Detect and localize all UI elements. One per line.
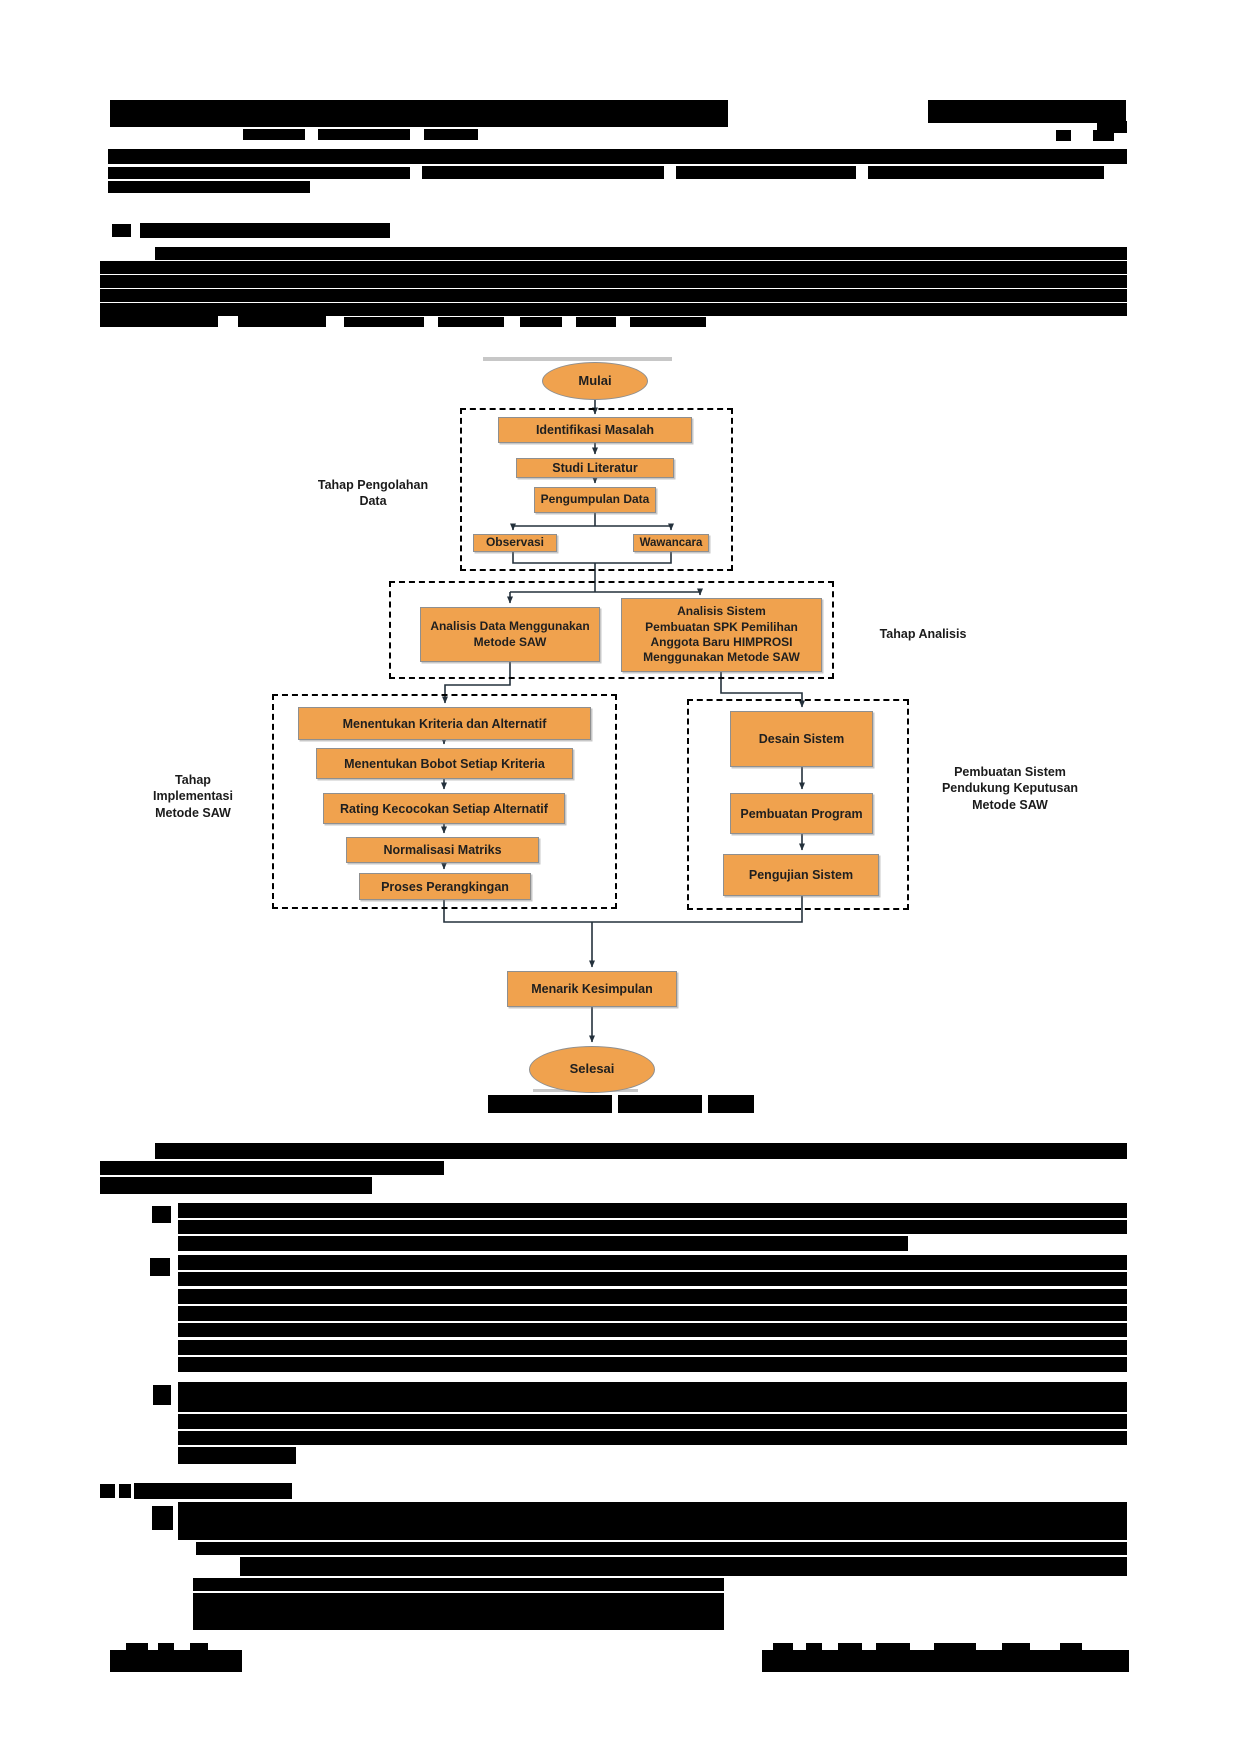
redacted-text [155, 1143, 1127, 1159]
redacted-text [422, 166, 664, 179]
redacted-text [100, 303, 1127, 316]
redacted-text [140, 223, 390, 238]
redacted-text [110, 100, 728, 127]
flow-node-pengumpulan-data: Pengumpulan Data [534, 487, 656, 513]
redacted-text [112, 224, 131, 237]
redacted-text [150, 1258, 170, 1276]
region-label-tahap-pengolahan-data: Tahap Pengolahan Data [317, 478, 429, 509]
redacted-text [178, 1289, 1127, 1304]
scan-artifact [483, 357, 672, 361]
redacted-text [108, 181, 310, 193]
redacted-text [100, 316, 218, 327]
redacted-text [934, 1643, 976, 1651]
flow-node-identifikasi-masalah: Identifikasi Masalah [498, 417, 692, 443]
redacted-text [153, 1385, 171, 1405]
redacted-text [178, 1447, 296, 1464]
redacted-text [100, 261, 1127, 274]
redacted-text [438, 317, 504, 327]
redacted-text [190, 1643, 208, 1651]
redacted-text [806, 1643, 822, 1651]
redacted-text [178, 1203, 1127, 1218]
redacted-text [158, 1643, 174, 1651]
redacted-text [318, 129, 410, 140]
redacted-text [193, 1593, 724, 1630]
redacted-text [108, 149, 1127, 164]
redacted-text [178, 1414, 1127, 1429]
redacted-text [100, 1484, 115, 1498]
redacted-text [110, 1650, 242, 1672]
redacted-text [196, 1542, 1127, 1555]
dashed-region-pembuatan-spk [687, 699, 909, 910]
redacted-text [708, 1095, 754, 1113]
redacted-text [1093, 130, 1114, 141]
flow-node-menentukan-bobot: Menentukan Bobot Setiap Kriteria [316, 748, 573, 779]
redacted-text [152, 1506, 173, 1530]
redacted-text [178, 1272, 1127, 1286]
redacted-text [178, 1502, 1127, 1540]
region-label-tahap-implementasi-saw: Tahap Implementasi Metode SAW [153, 773, 233, 820]
flow-node-analisis-data-saw: Analisis Data Menggunakan Metode SAW [420, 607, 600, 662]
redacted-text [100, 1177, 372, 1194]
redacted-text [773, 1643, 793, 1651]
dashed-region-tahap-analisis [389, 581, 834, 679]
redacted-text [178, 1431, 1127, 1445]
redacted-text [1060, 1643, 1082, 1651]
redacted-text [178, 1220, 1127, 1234]
redacted-text [100, 289, 1127, 302]
redacted-text [178, 1357, 1127, 1372]
region-label-pembuatan-spk: Pembuatan Sistem Pendukung Keputusan Met… [941, 765, 1079, 812]
redacted-text [178, 1382, 1127, 1412]
redacted-text [238, 316, 326, 327]
redacted-text [630, 317, 706, 327]
redacted-text [134, 1483, 292, 1499]
redacted-text [762, 1650, 1129, 1672]
flow-node-proses-perangkingan: Proses Perangkingan [359, 873, 531, 900]
redacted-text [876, 1643, 910, 1651]
flow-node-menarik-kesimpulan: Menarik Kesimpulan [507, 971, 677, 1007]
redacted-text [240, 1557, 1127, 1576]
redacted-text [838, 1643, 862, 1651]
flow-node-studi-literatur: Studi Literatur [516, 458, 674, 478]
flow-node-pengujian-sistem: Pengujian Sistem [723, 854, 879, 896]
flow-node-wawancara: Wawancara [633, 534, 709, 552]
redacted-text [488, 1095, 612, 1113]
redacted-text [100, 1161, 444, 1175]
redacted-text [178, 1255, 1127, 1270]
redacted-text [193, 1578, 724, 1591]
redacted-text [424, 129, 478, 140]
redacted-text [126, 1643, 148, 1651]
dashed-region-implementasi-saw [272, 694, 617, 909]
flow-node-menentukan-kriteria: Menentukan Kriteria dan Alternatif [298, 707, 591, 740]
flow-node-selesai: Selesai [529, 1046, 655, 1093]
redacted-text [178, 1323, 1127, 1337]
redacted-text [928, 100, 1126, 123]
flow-node-pembuatan-program: Pembuatan Program [730, 793, 873, 834]
flow-node-desain-sistem: Desain Sistem [730, 711, 873, 767]
flow-node-normalisasi-matriks: Normalisasi Matriks [346, 837, 539, 863]
redacted-text [243, 129, 305, 140]
redacted-text [178, 1236, 908, 1251]
redacted-text [676, 166, 856, 179]
flow-node-observasi: Observasi [473, 534, 557, 552]
flow-node-mulai: Mulai [542, 362, 648, 400]
redacted-text [344, 317, 424, 327]
redacted-text [155, 247, 1127, 260]
redacted-text [119, 1484, 131, 1498]
redacted-text [100, 275, 1127, 288]
dashed-region-pengolahan-data [460, 408, 733, 571]
flow-node-analisis-sistem-spk: Analisis Sistem Pembuatan SPK Pemilihan … [621, 598, 822, 672]
redacted-text [618, 1095, 702, 1113]
redacted-text [576, 317, 616, 327]
region-label-tahap-analisis: Tahap Analisis [879, 627, 967, 641]
redacted-text [178, 1340, 1127, 1355]
redacted-text [1002, 1643, 1030, 1651]
redacted-text [108, 167, 410, 179]
redacted-text [152, 1206, 171, 1223]
flow-node-rating-kecocokan: Rating Kecocokan Setiap Alternatif [323, 793, 565, 824]
redacted-text [868, 166, 1104, 179]
redacted-text [178, 1306, 1127, 1321]
redacted-text [520, 317, 562, 327]
redacted-text [1056, 130, 1071, 141]
